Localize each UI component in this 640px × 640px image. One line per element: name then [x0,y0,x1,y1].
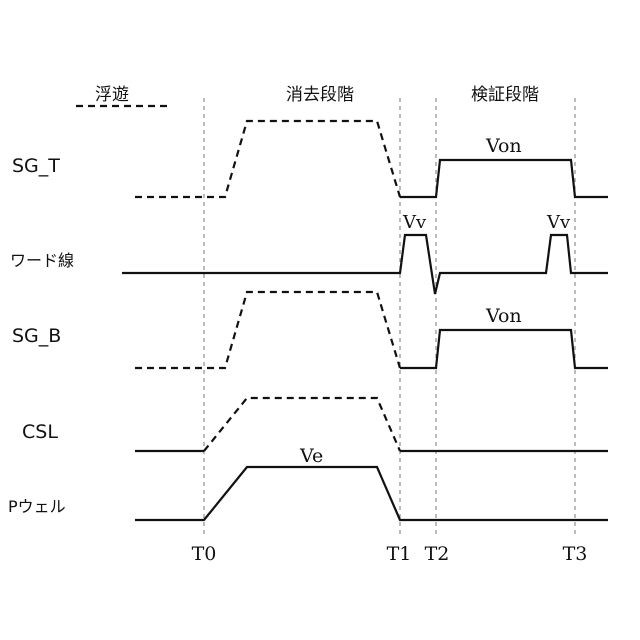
t0-label: T0 [192,543,217,565]
sg-b-von-label: Von [485,305,522,327]
sg-b-floating-segment [135,292,400,368]
sg-t-driven-segment [400,160,608,197]
sg-t-floating-segment [135,121,400,197]
t3-label: T3 [563,543,588,565]
t2-label: T2 [425,543,450,565]
p-well-waveform [135,467,608,520]
t1-label: T1 [387,543,412,565]
sg-t-waveform [135,121,608,197]
sg-t-signal-label: SG_T [12,155,60,177]
sg-b-signal-label: SG_B [12,325,61,347]
csl-floating-segment [204,398,400,451]
sg-b-waveform [135,292,608,368]
floating-legend-label: 浮遊 [95,85,129,105]
word-line-vv-label-2: Vv [546,212,571,233]
p-well-ve-label: Ve [299,445,323,467]
erase-phase-label: 消去段階 [286,85,354,105]
word-line-waveform [122,235,608,294]
word-line-vv-label-1: Vv [402,212,427,233]
p-well-signal-label: Pウェル [8,497,66,516]
csl-signal-label: CSL [22,421,58,443]
sg-b-driven-segment [400,330,608,368]
verify-phase-label: 検証段階 [471,85,539,105]
csl-waveform [135,398,608,451]
word-line-signal-label: ワード線 [10,251,74,270]
sg-t-von-label: Von [485,135,522,157]
